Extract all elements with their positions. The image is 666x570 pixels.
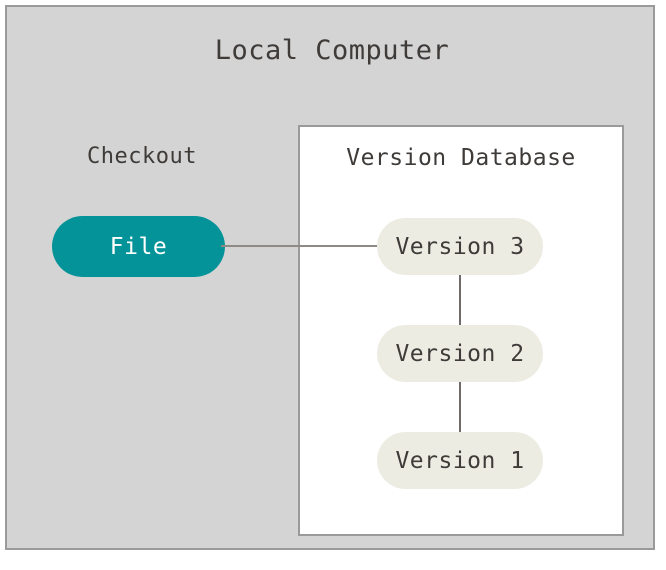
version-database-title: Version Database: [346, 145, 576, 171]
version-node-1-label: Version 1: [395, 447, 525, 474]
local-computer-container: Local Computer Checkout File Version Dat…: [5, 5, 655, 550]
connector-version3-to-version2: [459, 272, 461, 330]
file-node[interactable]: File: [52, 216, 225, 277]
connector-version2-to-version1: [459, 379, 461, 437]
file-node-label: File: [109, 233, 168, 260]
version-node-2[interactable]: Version 2: [377, 325, 543, 382]
version-node-3-label: Version 3: [395, 233, 525, 260]
connector-file-to-version3: [221, 245, 385, 247]
checkout-label: Checkout: [87, 144, 197, 169]
version-node-3[interactable]: Version 3: [377, 218, 543, 275]
local-computer-title: Local Computer: [214, 35, 450, 66]
version-node-2-label: Version 2: [395, 340, 525, 367]
version-node-1[interactable]: Version 1: [377, 432, 543, 489]
